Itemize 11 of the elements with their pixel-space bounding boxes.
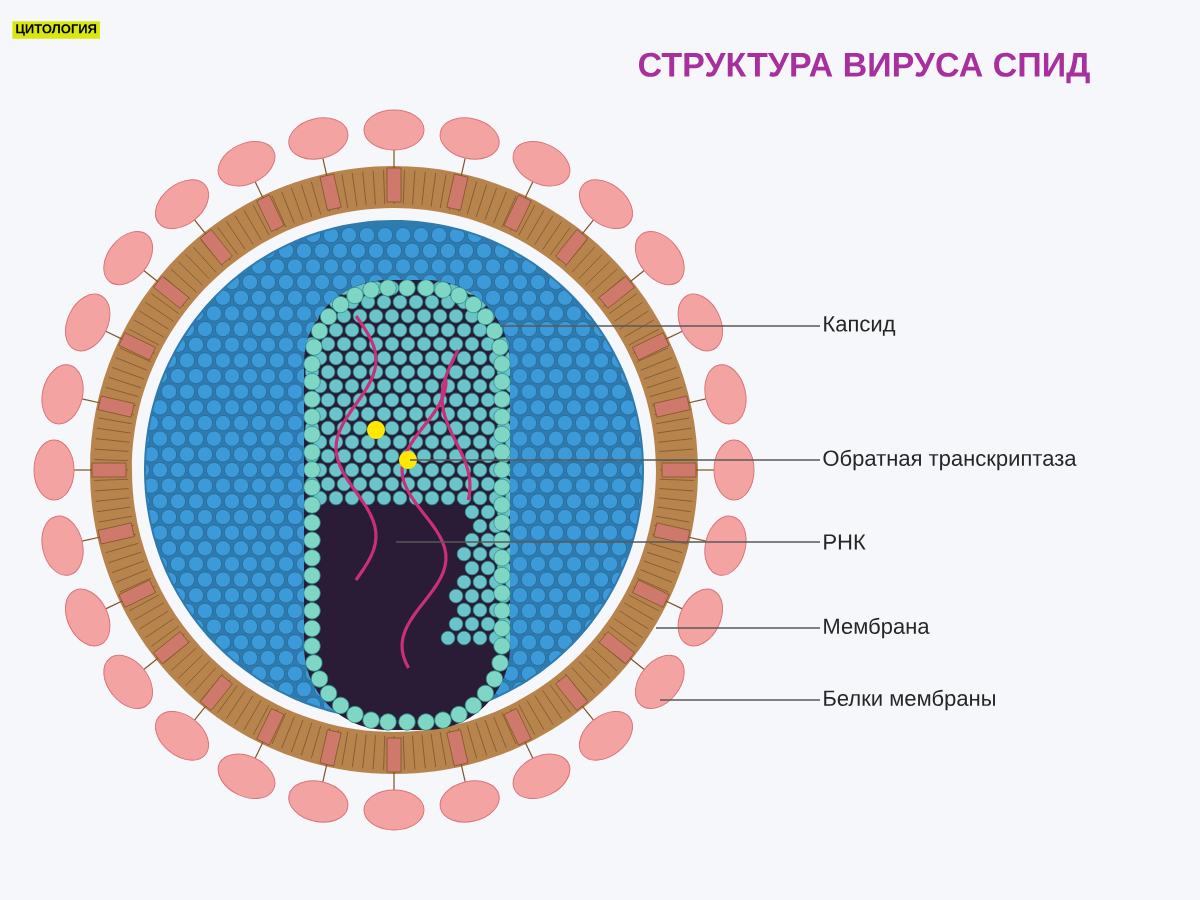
leader-line <box>409 459 821 461</box>
leader-line <box>655 627 821 629</box>
part-label: Мембрана <box>824 617 930 639</box>
part-label: Белки мембраны <box>824 689 995 711</box>
leader-line <box>395 541 821 543</box>
leader-line <box>499 325 821 327</box>
part-label: РНК <box>824 534 866 550</box>
title: СТРУКТУРА ВИРУСА СПИД <box>639 52 1090 84</box>
leader-line <box>659 699 821 701</box>
part-label: Капсид <box>824 316 896 336</box>
part-label: Обратная транскриптаза <box>823 449 1077 471</box>
